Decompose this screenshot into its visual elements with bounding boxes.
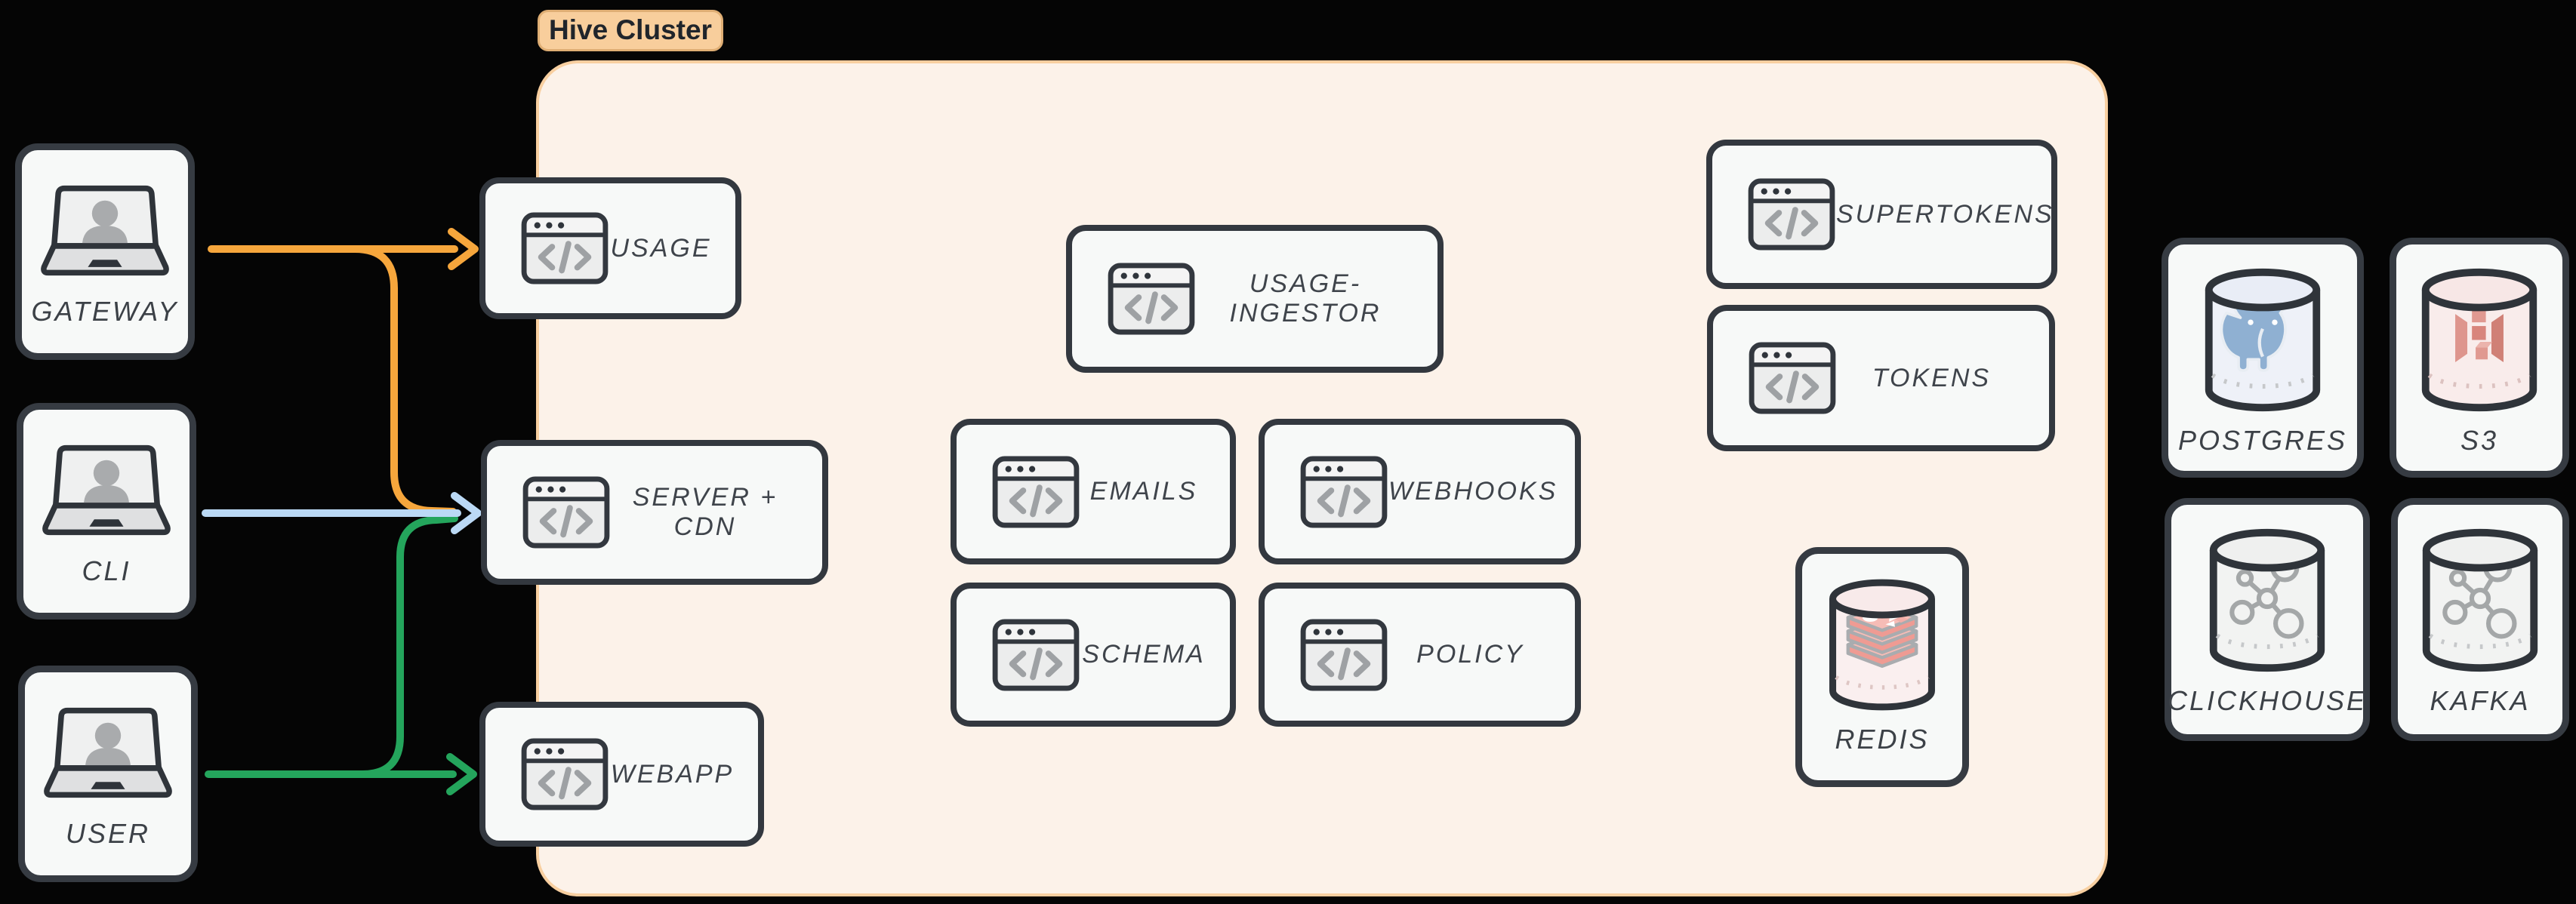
- node-label: CLICKHOUSE: [2167, 685, 2368, 716]
- code-window-icon: [991, 618, 1080, 692]
- node-user: USER: [18, 666, 198, 882]
- code-window-icon: [1747, 177, 1836, 251]
- service-policy: POLICY: [1259, 583, 1581, 727]
- node-label: CLI: [82, 555, 131, 586]
- postgres-cylinder-icon: [2198, 266, 2328, 414]
- code-window-icon: [1107, 262, 1196, 336]
- laptop-user-icon: [40, 182, 170, 279]
- code-window-icon: [1299, 618, 1388, 692]
- node-label: USER: [65, 818, 151, 849]
- edge-user-servercdn: [359, 515, 458, 778]
- node-label: S3: [2460, 425, 2499, 456]
- node-gateway: GATEWAY: [15, 143, 195, 360]
- service-label: SERVER + CDN: [632, 483, 778, 541]
- service-webapp: WEBAPP: [479, 702, 764, 847]
- service-label: EMAILS: [1089, 477, 1198, 506]
- laptop-user-icon: [42, 441, 171, 539]
- s3-cylinder-icon: [2414, 266, 2544, 414]
- code-window-icon: [520, 211, 609, 285]
- service-label: TOKENS: [1872, 363, 1992, 392]
- laptop-user-icon: [43, 704, 173, 801]
- node-s3: S3: [2390, 238, 2569, 478]
- code-window-icon: [522, 475, 611, 549]
- service-usage-ingestor: USAGE-INGESTOR: [1066, 225, 1444, 373]
- node-label: GATEWAY: [31, 296, 179, 327]
- service-supertokens: SUPERTOKENS: [1706, 140, 2057, 289]
- service-webhooks: WEBHOOKS: [1259, 419, 1581, 564]
- service-tokens: TOKENS: [1707, 305, 2055, 451]
- network-cylinder-icon: [2202, 526, 2332, 675]
- service-server-cdn: SERVER + CDN: [481, 440, 828, 585]
- service-label: WEBAPP: [610, 759, 735, 789]
- service-label: WEBHOOKS: [1388, 477, 1558, 506]
- service-schema: SCHEMA: [951, 583, 1236, 727]
- service-label: USAGE: [610, 233, 712, 263]
- node-cli: CLI: [17, 403, 196, 620]
- edge-gateway-servercdn: [351, 245, 457, 515]
- service-label: SCHEMA: [1082, 640, 1206, 669]
- edge-user-webapp-arrowhead: [446, 753, 477, 795]
- hive-cluster-label: Hive Cluster: [538, 10, 723, 51]
- service-label: SUPERTOKENS: [1836, 199, 2054, 229]
- service-usage: USAGE: [479, 177, 741, 319]
- node-redis: REDIS: [1795, 547, 1969, 787]
- node-label: REDIS: [1835, 724, 1930, 755]
- network-cylinder-icon: [2415, 526, 2545, 675]
- node-label: POSTGRES: [2177, 425, 2348, 456]
- node-clickhouse: CLICKHOUSE: [2165, 498, 2370, 741]
- service-label: POLICY: [1416, 640, 1524, 669]
- edge-cli-servercdn-arrowhead: [451, 492, 482, 534]
- edge-gateway-usage-arrowhead: [448, 228, 479, 270]
- service-emails: EMAILS: [951, 419, 1236, 564]
- service-label: USAGE-INGESTOR: [1229, 269, 1382, 327]
- node-kafka: KAFKA: [2391, 498, 2569, 741]
- code-window-icon: [991, 455, 1080, 529]
- code-window-icon: [1299, 455, 1388, 529]
- node-label: KAFKA: [2430, 685, 2531, 716]
- redis-cylinder-icon: [1823, 577, 1942, 713]
- code-window-icon: [1748, 341, 1837, 415]
- code-window-icon: [520, 737, 609, 811]
- node-postgres: POSTGRES: [2162, 238, 2364, 478]
